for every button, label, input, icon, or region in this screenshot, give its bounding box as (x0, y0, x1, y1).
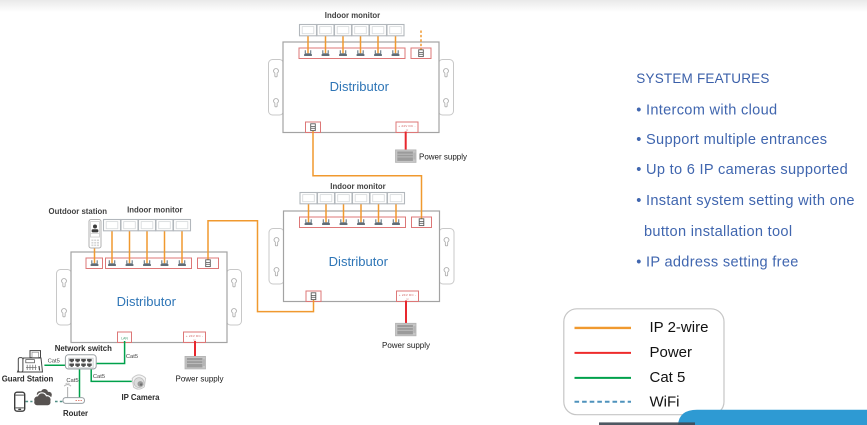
svg-text:Indoor monitor: Indoor monitor (325, 11, 380, 20)
svg-text:Cat5: Cat5 (66, 378, 78, 384)
svg-text:Cat 5: Cat 5 (650, 369, 686, 386)
svg-text:Cat5: Cat5 (126, 354, 138, 360)
svg-text:Distributor: Distributor (330, 79, 390, 94)
svg-text:WiFi: WiFi (650, 394, 680, 411)
svg-text:Power: Power (650, 344, 693, 361)
svg-text:•: • (636, 193, 641, 209)
svg-text:•: • (636, 103, 641, 119)
svg-text:•: • (636, 132, 641, 148)
svg-text:Power supply: Power supply (175, 375, 223, 384)
svg-text:Indoor monitor: Indoor monitor (330, 182, 385, 191)
svg-text:Router: Router (63, 409, 88, 418)
svg-text:IP Camera: IP Camera (122, 393, 161, 402)
svg-text:Outdoor station: Outdoor station (49, 207, 108, 216)
svg-text:⚍: ⚍ (193, 338, 196, 342)
svg-text:Power supply: Power supply (419, 153, 467, 162)
svg-text:button installation tool: button installation tool (644, 224, 792, 240)
svg-text:+ 24V DC -: + 24V DC - (398, 124, 415, 128)
svg-text:Distributor: Distributor (329, 254, 389, 269)
svg-text:SYSTEM FEATURES: SYSTEM FEATURES (636, 71, 769, 86)
svg-text:+ 24V DC -: + 24V DC - (186, 334, 203, 338)
svg-text:•: • (636, 162, 641, 178)
svg-text:Instant system setting with on: Instant system setting with one (646, 193, 855, 209)
svg-text:Support multiple entrances: Support multiple entrances (646, 132, 827, 148)
svg-text:•: • (636, 255, 641, 271)
svg-text:IP address setting free: IP address setting free (646, 255, 799, 271)
svg-text:Guard Station: Guard Station (2, 375, 54, 384)
svg-text:Distributor: Distributor (117, 294, 177, 309)
svg-text:Intercom with cloud: Intercom with cloud (646, 103, 777, 119)
svg-text:Up to 6 IP cameras supported: Up to 6 IP cameras supported (646, 162, 848, 178)
svg-text:⚍: ⚍ (406, 297, 409, 301)
svg-text:+ 24V DC -: + 24V DC - (399, 293, 416, 297)
svg-text:Network switch: Network switch (55, 344, 112, 353)
svg-text:Cat5: Cat5 (48, 359, 60, 365)
svg-text:LAN: LAN (121, 336, 128, 340)
svg-text:⚍: ⚍ (406, 128, 409, 132)
svg-text:IP 2-wire: IP 2-wire (650, 319, 709, 336)
svg-text:Indoor monitor: Indoor monitor (127, 206, 182, 215)
svg-text:Cat5: Cat5 (93, 374, 105, 380)
svg-text:Power supply: Power supply (382, 341, 430, 350)
